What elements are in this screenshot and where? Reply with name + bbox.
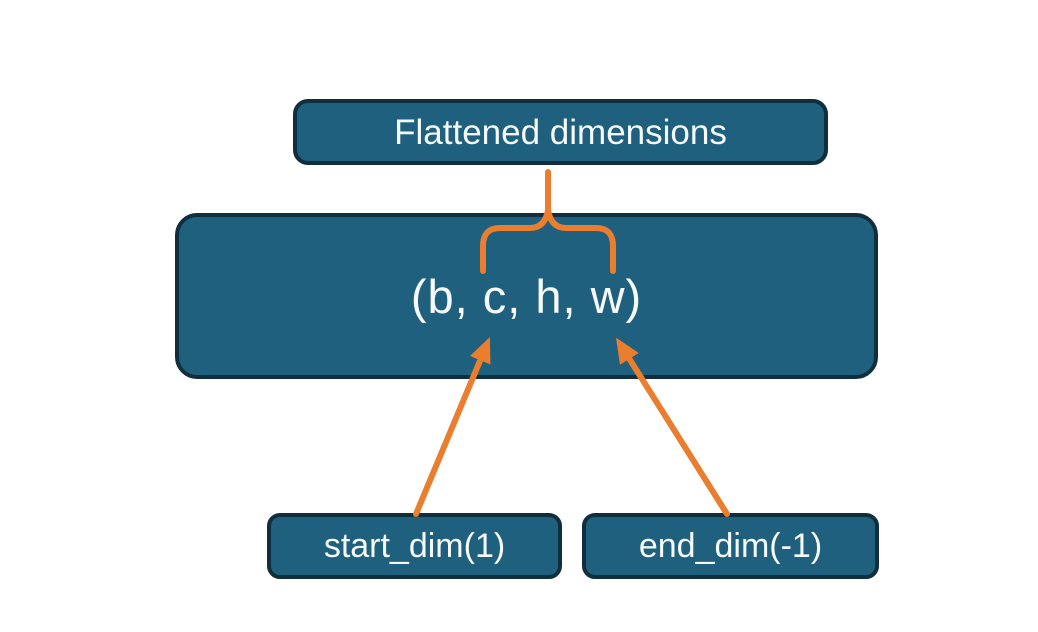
tensor-shape-box: (b, c, h, w): [175, 213, 878, 379]
tensor-shape-label: (b, c, h, w): [410, 269, 643, 323]
start-dim-label: start_dim(1): [323, 527, 506, 565]
end-dim-label: end_dim(-1): [638, 527, 823, 565]
start-dim-box: start_dim(1): [267, 513, 562, 579]
flattened-dimensions-box: Flattened dimensions: [293, 99, 828, 165]
end-dim-box: end_dim(-1): [582, 513, 879, 579]
flattened-dimensions-label: Flattened dimensions: [394, 112, 727, 152]
